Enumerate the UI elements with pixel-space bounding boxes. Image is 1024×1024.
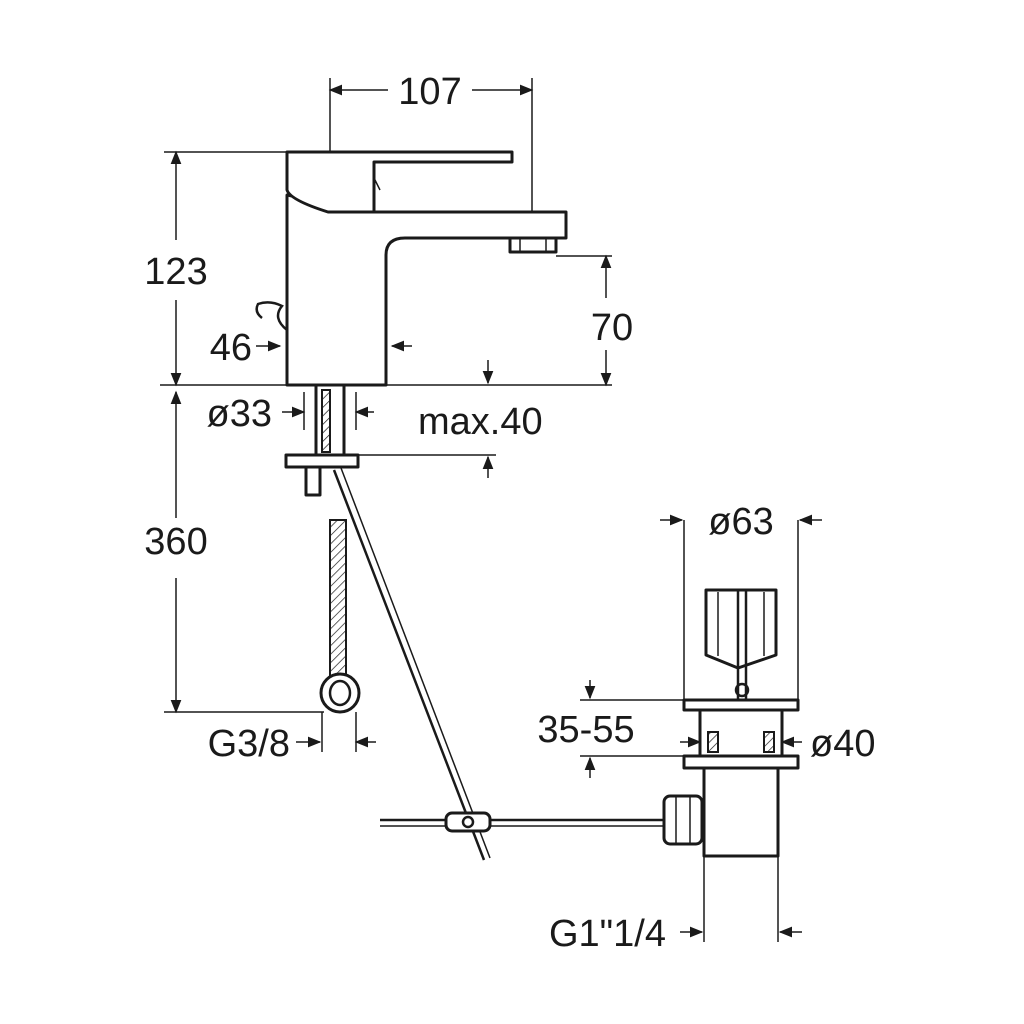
faucet bbox=[255, 150, 568, 861]
supply-hose bbox=[329, 519, 347, 681]
dim-height-total: 123 bbox=[144, 251, 207, 293]
dim-hose-length: 360 bbox=[144, 521, 207, 563]
dim-waste-inner: ø40 bbox=[810, 723, 875, 765]
popup-rod bbox=[332, 469, 486, 861]
waste-plug bbox=[704, 588, 778, 670]
faucet-body bbox=[285, 193, 568, 387]
waste-nut bbox=[682, 754, 800, 770]
hose-nut bbox=[319, 672, 361, 714]
popup-knob bbox=[255, 301, 288, 331]
waste-assembly bbox=[380, 588, 800, 858]
rod-clip bbox=[444, 811, 492, 833]
lever-handle bbox=[285, 150, 514, 214]
waste-body bbox=[702, 766, 780, 858]
mounting-plate bbox=[284, 453, 360, 469]
dim-spout-height: 70 bbox=[591, 307, 633, 349]
stud bbox=[304, 465, 322, 497]
dim-hole-diameter: ø33 bbox=[207, 393, 272, 435]
dim-waste-diameter: ø63 bbox=[708, 501, 773, 543]
dim-width-top: 107 bbox=[398, 71, 461, 113]
dim-waste-range: 35-55 bbox=[537, 709, 634, 751]
lever-mark bbox=[373, 177, 381, 191]
dimension-lines bbox=[160, 78, 822, 942]
waste-connector bbox=[662, 794, 704, 846]
dim-deck-thickness: max.40 bbox=[418, 401, 543, 443]
dim-lever-offset: 46 bbox=[210, 327, 252, 369]
dim-waste-thread: G1"1/4 bbox=[549, 913, 666, 955]
dimension-labels: 107 123 70 46 ø33 max.40 360 G3/8 ø63 35… bbox=[144, 71, 875, 955]
aerator bbox=[508, 236, 558, 254]
dim-hose-connection: G3/8 bbox=[208, 723, 290, 765]
